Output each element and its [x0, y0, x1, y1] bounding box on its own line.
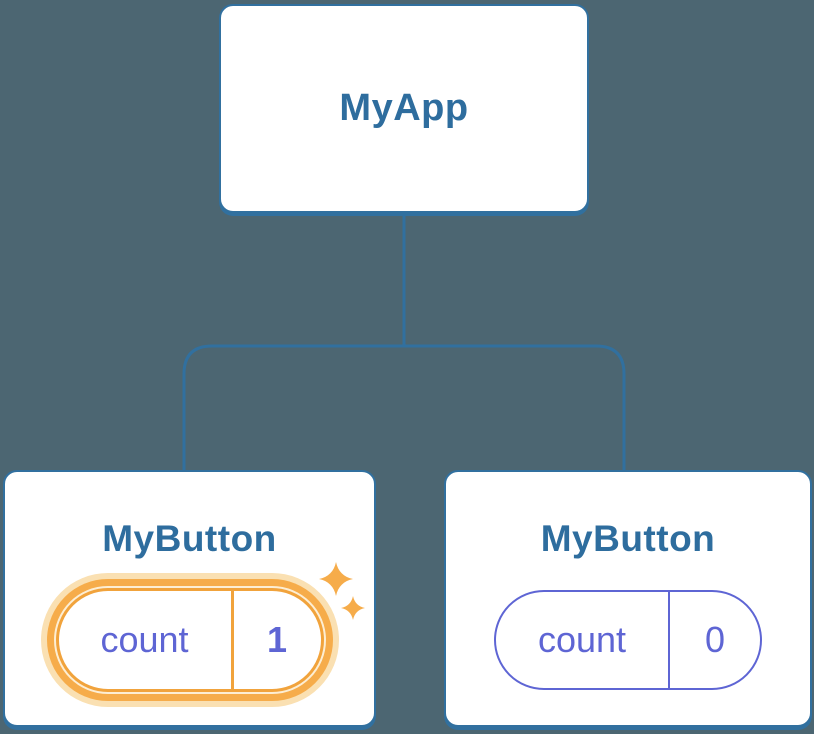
node-mybutton-1: MyButton count 1	[3, 470, 376, 727]
state-value: 1	[266, 619, 288, 660]
state-pill-highlighted: count 1	[55, 588, 324, 692]
node-mybutton-2: MyButton count 0	[444, 470, 812, 727]
node-myapp: MyApp	[219, 4, 589, 213]
node-mybutton-1-label: MyButton	[102, 518, 277, 559]
state-name: count	[100, 619, 189, 660]
node-myapp-label: MyApp	[339, 87, 469, 129]
root-to-children-edge	[182, 213, 626, 471]
state-value: 0	[704, 619, 726, 660]
state-pill: count 0	[494, 590, 762, 690]
pill-divider	[230, 591, 234, 689]
state-name: count	[537, 619, 627, 660]
pill-divider	[668, 592, 670, 688]
node-mybutton-2-label: MyButton	[540, 518, 716, 559]
